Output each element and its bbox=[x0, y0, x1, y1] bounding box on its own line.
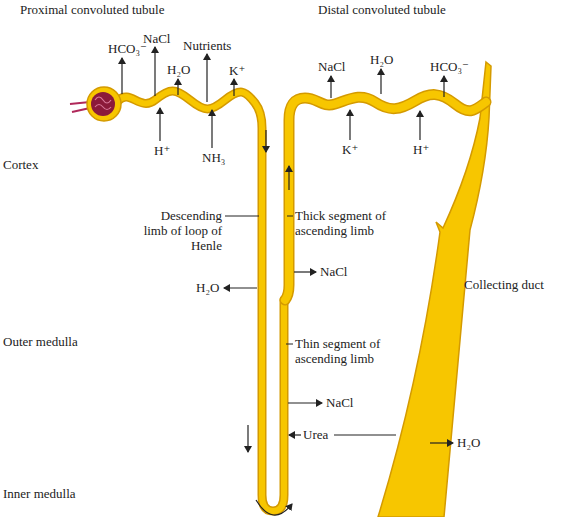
label: H⁺ bbox=[413, 142, 429, 157]
label: H₂O bbox=[370, 52, 393, 67]
flow-arrows bbox=[248, 130, 292, 515]
label: NaCl bbox=[318, 59, 345, 74]
label: K⁺ bbox=[342, 142, 358, 157]
label: Thick segment of ascending limb bbox=[295, 208, 420, 238]
tubule bbox=[285, 95, 486, 300]
label: NaCl bbox=[143, 31, 170, 46]
label: Collecting duct bbox=[462, 277, 546, 292]
label: H₂O bbox=[196, 280, 219, 295]
label: Proximal convoluted tubule bbox=[20, 2, 164, 17]
label: Outer medulla bbox=[3, 334, 78, 349]
label: H₂O bbox=[167, 62, 190, 77]
label: NaCl bbox=[326, 395, 353, 410]
label: H⁺ bbox=[154, 143, 170, 158]
leader-lines bbox=[225, 216, 293, 344]
transport-arrows bbox=[122, 47, 453, 443]
label: NaCl bbox=[320, 264, 347, 279]
capillary bbox=[95, 97, 111, 110]
label: HCO₃⁻ bbox=[108, 41, 147, 56]
bowman-capsule bbox=[87, 87, 121, 121]
tubule-outline bbox=[118, 91, 284, 511]
label: H₂O bbox=[457, 435, 480, 450]
tubule-outline bbox=[285, 95, 486, 300]
label: HCO₃⁻ bbox=[430, 59, 469, 74]
label: Cortex bbox=[3, 157, 38, 172]
label: Urea bbox=[303, 427, 328, 442]
label: Thin segment of ascending limb bbox=[295, 336, 415, 366]
label: Nutrients bbox=[183, 38, 231, 53]
label: NH₃ bbox=[202, 150, 225, 165]
label: Descending limb of loop of Henle bbox=[136, 208, 222, 253]
tubule bbox=[118, 91, 284, 511]
label: K⁺ bbox=[229, 63, 245, 78]
label: Distal convoluted tubule bbox=[318, 2, 446, 17]
glomerulus bbox=[91, 92, 115, 116]
label: Inner medulla bbox=[3, 486, 76, 501]
